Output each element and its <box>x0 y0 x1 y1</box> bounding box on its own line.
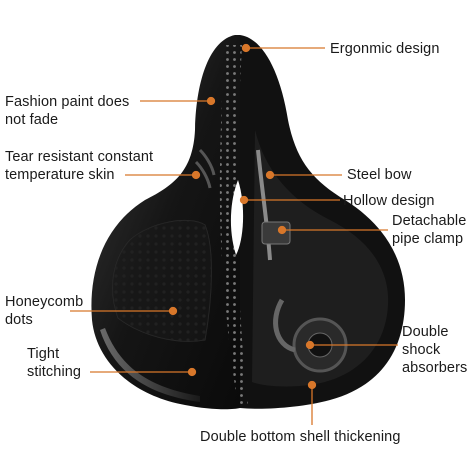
callout-lines <box>70 43 398 425</box>
label-tight-stitching: Tight stitching <box>27 346 82 380</box>
label-double-bottom: Double bottom shell thickening <box>200 429 401 445</box>
label-hollow-design: Hollow design <box>343 193 435 209</box>
label-steel-bow: Steel bow <box>347 167 412 183</box>
saddle-inner-tub <box>252 130 389 387</box>
steel-bow-rail <box>256 149 272 261</box>
label-tear-resistant: Tear resistant constant temperature skin <box>5 149 154 183</box>
pipe-clamp <box>261 221 291 245</box>
label-detachable-clamp: Detachable pipe clamp <box>392 213 467 247</box>
label-fashion-paint: Fashion paint does not fade <box>5 94 130 128</box>
label-ergonomic-design: Ergonmic design <box>330 41 440 57</box>
label-double-shock: Double shock absorbers <box>402 324 468 376</box>
label-honeycomb-dots: Honeycomb dots <box>5 294 84 328</box>
